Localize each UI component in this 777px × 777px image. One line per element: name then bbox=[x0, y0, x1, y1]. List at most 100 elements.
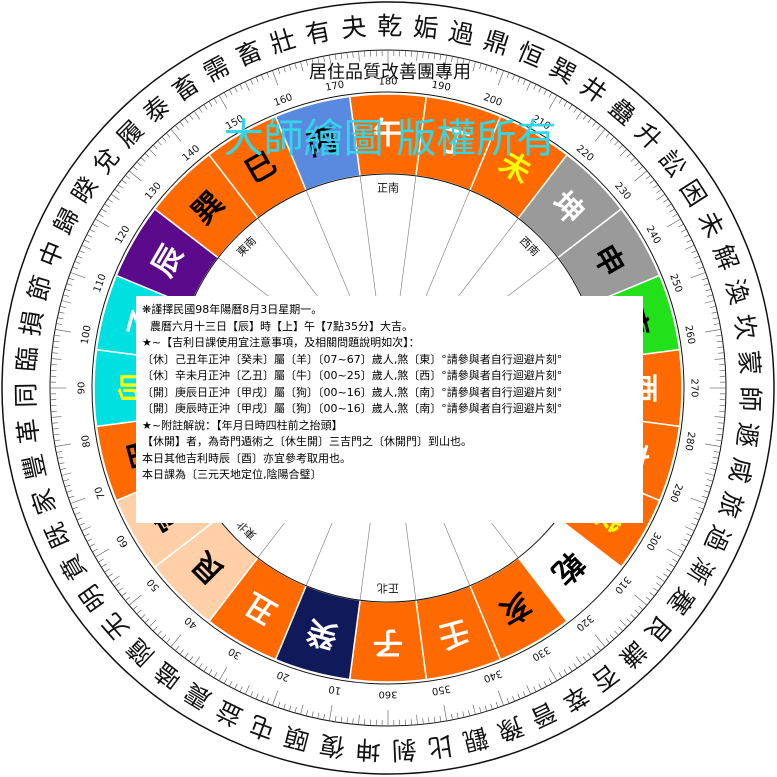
degree-tick bbox=[582, 656, 587, 662]
degree-tick bbox=[573, 663, 578, 669]
degree-tick bbox=[98, 558, 104, 563]
degree-tick bbox=[669, 208, 675, 213]
degree-tick bbox=[161, 136, 167, 142]
degree-tick bbox=[317, 712, 320, 719]
note-line: 【休開】者，為奇門遁術之〔休生開〕三吉門之〔休開門〕到山也。 bbox=[142, 435, 472, 448]
degree-tick bbox=[596, 125, 601, 131]
degree-tick bbox=[54, 334, 61, 337]
degree-tick bbox=[56, 323, 63, 325]
degree-tick bbox=[484, 64, 488, 71]
hexagram-char: 乾 bbox=[377, 11, 402, 40]
degree-tick bbox=[140, 157, 146, 162]
note-line: 〔休〕辛未月正沖〔乙丑〕屬〔牛〕〔00~25〕歲人‚煞〔西〕°請參與者自行迴避片… bbox=[142, 369, 563, 382]
degree-tick bbox=[422, 51, 424, 58]
degree-tick bbox=[51, 422, 58, 424]
degree-tick bbox=[672, 213, 678, 218]
degree-tick bbox=[58, 311, 65, 314]
degree-tick bbox=[117, 184, 124, 189]
degree-label: 30 bbox=[227, 645, 244, 661]
degree-tick bbox=[666, 203, 672, 208]
degree-tick bbox=[697, 506, 704, 510]
degree-tick bbox=[522, 691, 526, 697]
degree-tick bbox=[55, 329, 71, 333]
degree-tick bbox=[630, 614, 636, 619]
degree-tick bbox=[697, 266, 704, 270]
degree-tick bbox=[104, 203, 110, 208]
degree-tick bbox=[691, 522, 697, 526]
degree-tick bbox=[548, 92, 553, 98]
degree-tick bbox=[329, 55, 333, 71]
degree-tick bbox=[352, 718, 354, 725]
degree-tick bbox=[170, 634, 182, 648]
degree-tick bbox=[713, 323, 720, 325]
degree-tick bbox=[250, 691, 254, 697]
degree-tick bbox=[128, 594, 142, 606]
degree-tick bbox=[311, 58, 314, 65]
degree-tick bbox=[311, 711, 314, 718]
degree-tick bbox=[522, 79, 526, 85]
date-selection-note: ❋謹擇民國98年陽曆8月3日星期一。農曆六月十三日【辰】時【上】午【7點35分】… bbox=[136, 296, 643, 523]
degree-tick bbox=[443, 705, 447, 721]
degree-tick bbox=[711, 462, 718, 465]
degree-tick bbox=[121, 179, 127, 184]
degree-tick bbox=[323, 56, 325, 63]
degree-tick bbox=[649, 179, 655, 184]
degree-tick bbox=[59, 468, 66, 471]
degree-tick bbox=[526, 685, 532, 695]
degree-tick bbox=[587, 652, 592, 659]
degree-tick bbox=[136, 609, 142, 615]
degree-tick bbox=[261, 74, 264, 81]
degree-tick bbox=[656, 575, 666, 583]
degree-tick bbox=[198, 107, 203, 113]
degree-tick bbox=[703, 490, 710, 493]
degree-tick bbox=[609, 136, 615, 142]
degree-tick bbox=[685, 526, 695, 532]
degree-tick bbox=[189, 114, 194, 120]
degree-tick bbox=[170, 128, 182, 142]
degree-tick bbox=[649, 592, 655, 597]
degree-tick bbox=[645, 175, 651, 180]
degree-tick bbox=[68, 495, 75, 499]
degree-tick bbox=[451, 713, 453, 720]
degree-tick bbox=[86, 234, 93, 238]
degree-tick bbox=[213, 98, 218, 104]
degree-tick bbox=[58, 462, 65, 465]
degree-tick bbox=[663, 573, 669, 578]
degree-tick bbox=[92, 223, 98, 228]
degree-tick bbox=[717, 346, 724, 348]
degree-tick bbox=[716, 340, 723, 343]
degree-tick bbox=[710, 305, 717, 308]
degree-tick bbox=[277, 68, 281, 75]
degree-tick bbox=[128, 170, 142, 182]
degree-tick bbox=[305, 710, 308, 717]
degree-tick bbox=[468, 59, 471, 66]
hexagram-char: 同 bbox=[11, 382, 40, 408]
degree-tick bbox=[666, 568, 672, 573]
degree-label: 260 bbox=[682, 325, 696, 346]
degree-tick bbox=[656, 189, 662, 194]
degree-tick bbox=[104, 568, 110, 573]
degree-tick bbox=[705, 288, 712, 292]
degree-tick bbox=[107, 198, 113, 203]
degree-tick bbox=[57, 317, 64, 320]
note-line: 〔休〕己丑年正沖〔癸未〕屬〔羊〕〔07~67〕歲人‚煞〔東〕°請參與者自行迴避片… bbox=[142, 352, 563, 366]
degree-tick bbox=[166, 638, 171, 644]
direction-label: 正北 bbox=[377, 582, 399, 595]
degree-tick bbox=[81, 526, 91, 532]
degree-label: 20 bbox=[275, 668, 291, 683]
degree-tick bbox=[74, 512, 81, 515]
degree-tick bbox=[234, 86, 238, 93]
hexagram-char: 蒙 bbox=[734, 349, 765, 376]
degree-tick bbox=[605, 638, 610, 644]
degree-tick bbox=[573, 107, 578, 113]
degree-tick bbox=[74, 261, 81, 264]
degree-label: 360 bbox=[378, 689, 397, 700]
degree-tick bbox=[340, 716, 343, 723]
degree-tick bbox=[346, 52, 348, 59]
degree-tick bbox=[563, 101, 568, 107]
degree-tick bbox=[66, 490, 73, 493]
degree-tick bbox=[691, 250, 697, 254]
hexagram-char: 遯 bbox=[731, 421, 763, 450]
degree-tick bbox=[244, 81, 250, 91]
degree-tick bbox=[695, 261, 702, 264]
